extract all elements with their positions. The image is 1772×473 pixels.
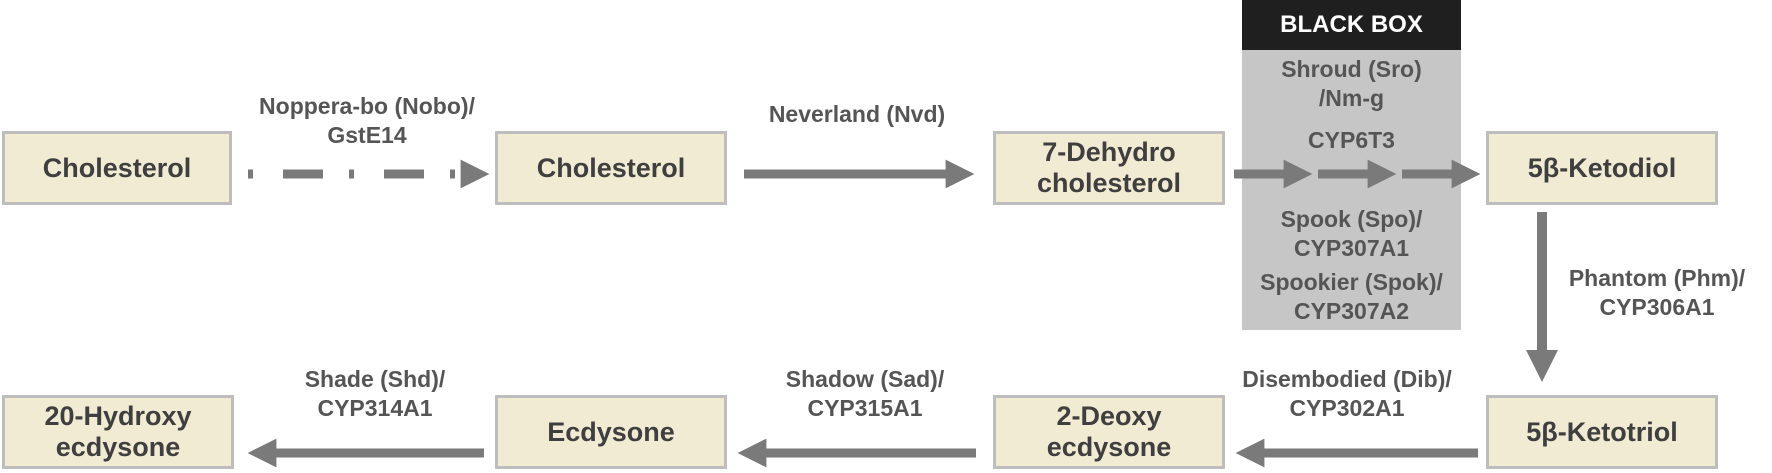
label-nvd: Neverland (Nvd): [768, 101, 946, 127]
node-cholesterol-1: Cholesterol: [2, 131, 232, 205]
label-spo: Spook (Spo)/ CYP307A1: [1280, 206, 1423, 261]
black-box-panel: [1242, 0, 1461, 330]
node-5b-ketotriol: 5β-Ketotriol: [1486, 395, 1718, 469]
label-dib: Disembodied (Dib)/ CYP302A1: [1242, 366, 1452, 421]
node-20-hydroxyecdysone: 20-Hydroxy ecdysone: [2, 395, 234, 469]
node-7-dehydrocholesterol: 7-Dehydro cholesterol: [993, 131, 1225, 205]
node-2-deoxyecdysone: 2-Deoxy ecdysone: [993, 395, 1225, 469]
node-cholesterol-2: Cholesterol: [495, 131, 727, 205]
label-cyp6t3: CYP6T3: [1308, 127, 1395, 153]
label-sad: Shadow (Sad)/ CYP315A1: [785, 366, 945, 421]
label-spok: Spookier (Spok)/ CYP307A2: [1260, 269, 1443, 324]
label-shd: Shade (Shd)/ CYP314A1: [304, 366, 446, 421]
node-5b-ketodiol: 5β-Ketodiol: [1486, 131, 1718, 205]
node-ecdysone: Ecdysone: [495, 395, 727, 469]
black-box-title: BLACK BOX: [1242, 0, 1461, 50]
label-sro: Shroud (Sro) /Nm-g: [1281, 56, 1422, 111]
label-phm: Phantom (Phm)/ CYP306A1: [1568, 265, 1746, 320]
label-nobo: Noppera-bo (Nobo)/ GstE14: [259, 93, 475, 148]
